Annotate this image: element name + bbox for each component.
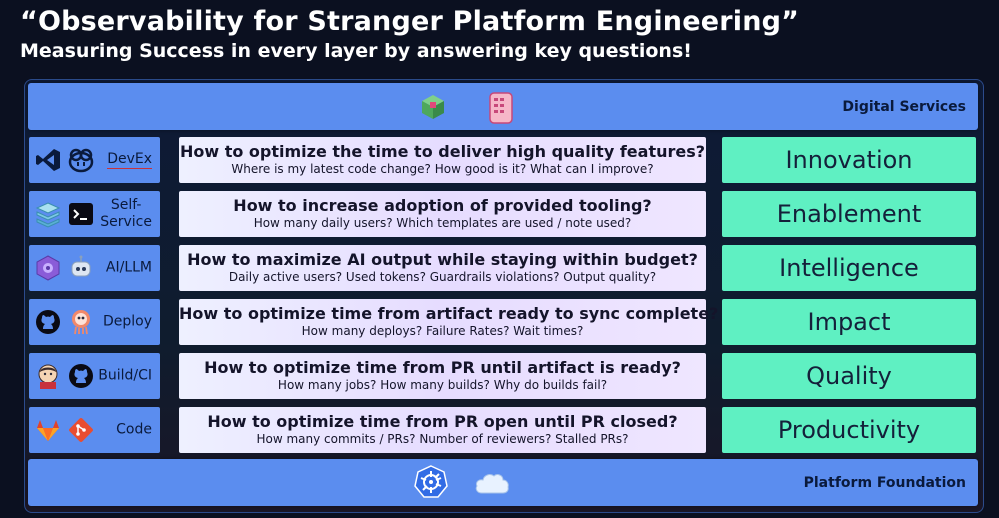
digital-services-label: Digital Services — [842, 98, 966, 115]
question-card: How to optimize time from PR until artif… — [179, 353, 706, 399]
question-text: How to maximize AI output while staying … — [187, 250, 698, 269]
copilot-icon — [68, 148, 94, 173]
gitlab-icon — [37, 420, 59, 441]
outcome-card: Productivity — [722, 407, 976, 453]
question-text: How to optimize time from artifact ready… — [179, 304, 719, 323]
sub-question-text: How many deploys? Failure Rates? Wait ti… — [301, 324, 584, 338]
jenkins-icon — [38, 364, 58, 389]
layer-label: Code — [116, 421, 152, 438]
outcome-card: Intelligence — [722, 245, 976, 291]
argo-icon — [72, 310, 90, 335]
ai-studio-icon — [36, 255, 60, 281]
layer-devex: DevEx — [29, 137, 160, 183]
outcome-card: Impact — [722, 299, 976, 345]
question-card: How to increase adoption of provided too… — [179, 191, 706, 237]
layer-label: AI/LLM — [105, 259, 152, 276]
question-card: How to optimize time from PR open until … — [179, 407, 706, 453]
platform-foundation-band: Platform Foundation — [28, 459, 978, 506]
sub-question-text: How many jobs? How many builds? Why do b… — [277, 378, 608, 392]
page-subtitle: Measuring Success in every layer by answ… — [20, 40, 692, 62]
github-icon — [36, 310, 60, 334]
platform-foundation-label: Platform Foundation — [803, 474, 966, 491]
question-text: How to optimize the time to deliver high… — [179, 142, 706, 161]
question-card: How to optimize time from artifact ready… — [179, 299, 719, 345]
layer-label: Build/CI — [98, 367, 152, 384]
question-card: How to optimize the time to deliver high… — [179, 137, 706, 183]
layer-build-ci: Build/CI — [29, 353, 160, 399]
kubernetes-icon — [414, 465, 448, 498]
sub-question-text: Where is my latest code change? How good… — [231, 162, 654, 176]
question-text: How to increase adoption of provided too… — [233, 196, 652, 215]
github-icon — [69, 364, 93, 388]
layer-deploy: Deploy — [29, 299, 160, 345]
layer-ai-llm: AI/LLM — [29, 245, 160, 291]
terminal-icon — [69, 203, 93, 225]
sub-question-text: How many daily users? Which templates ar… — [253, 216, 632, 230]
cloud-icon — [475, 474, 509, 494]
cube-stack-icon — [422, 95, 444, 119]
question-card: How to maximize AI output while staying … — [179, 245, 706, 291]
outcome-card: Innovation — [722, 137, 976, 183]
layer-label: Self- Service — [100, 197, 152, 230]
git-icon — [69, 418, 93, 442]
outcome-card: Quality — [722, 353, 976, 399]
layer-code: Code — [29, 407, 160, 453]
digital-services-band: Digital Services — [28, 83, 978, 130]
sub-question-text: Daily active users? Used tokens? Guardra… — [228, 270, 657, 284]
robot-icon — [71, 255, 91, 277]
layer-label: Deploy — [102, 313, 152, 330]
layer-label: DevEx — [107, 151, 152, 169]
question-text: How to optimize time from PR until artif… — [204, 358, 681, 377]
page-title: “Observability for Stranger Platform Eng… — [20, 6, 800, 37]
outcome-card: Enablement — [722, 191, 976, 237]
layer-self-service: Self- Service — [29, 191, 160, 237]
vscode-icon — [36, 149, 60, 171]
mobile-phone-icon — [489, 92, 513, 124]
layers-stack-icon — [35, 202, 61, 228]
sub-question-text: How many commits / PRs? Number of review… — [256, 432, 629, 446]
question-text: How to optimize time from PR open until … — [207, 412, 678, 431]
